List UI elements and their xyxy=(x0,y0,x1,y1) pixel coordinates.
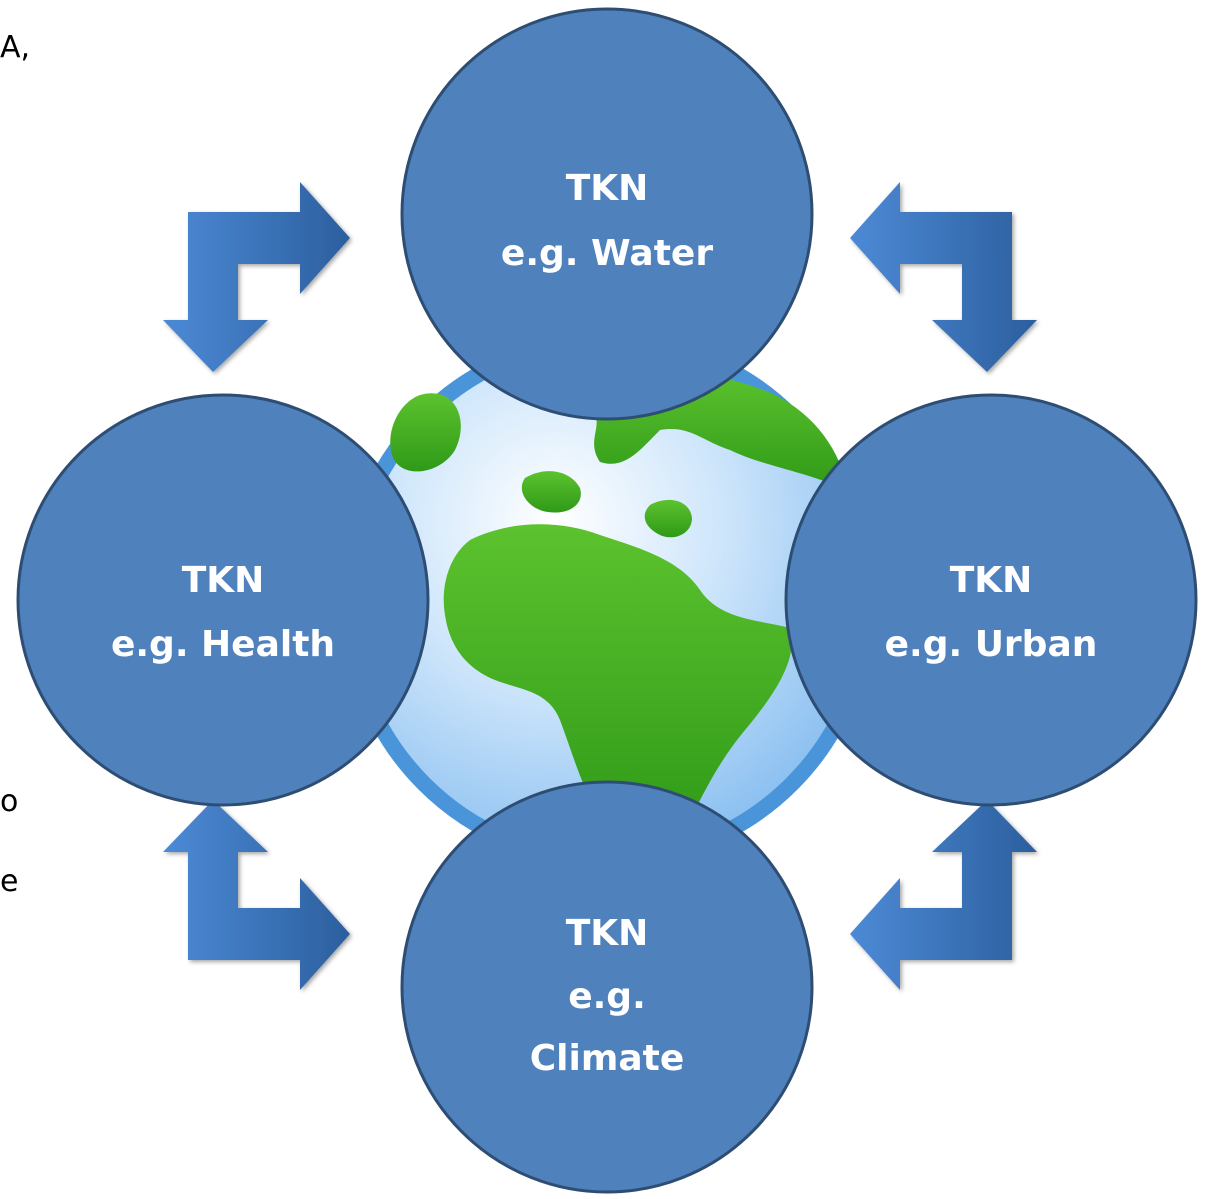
node-climate-line-3: Climate xyxy=(530,1038,685,1079)
node-health-line-2: e.g. Health xyxy=(111,624,335,665)
node-water-line-1: TKN xyxy=(566,168,649,209)
edge-text-fragment: e xyxy=(0,864,19,899)
land-shape xyxy=(390,393,461,472)
bent-arrow-icon xyxy=(163,800,350,990)
node-health: TKN e.g. Health xyxy=(16,393,430,807)
bent-arrow-icon xyxy=(163,182,350,372)
node-climate-line-1: TKN xyxy=(566,913,649,954)
edge-text-fragment: o xyxy=(0,784,19,819)
land-shape xyxy=(443,524,792,839)
node-urban-line-2: e.g. Urban xyxy=(885,624,1098,665)
bent-arrow-icon xyxy=(850,182,1037,372)
land-shape xyxy=(644,499,692,538)
node-urban: TKN e.g. Urban xyxy=(784,393,1198,807)
bent-arrow-icon xyxy=(850,800,1037,990)
node-urban-line-1: TKN xyxy=(950,560,1033,601)
node-water-line-2: e.g. Water xyxy=(501,233,713,274)
land-shape xyxy=(521,471,581,513)
node-climate: TKN e.g. Climate xyxy=(400,780,814,1194)
edge-text-fragment: A, xyxy=(0,30,31,65)
node-climate-line-2: e.g. xyxy=(568,976,646,1017)
node-water: TKN e.g. Water xyxy=(400,7,814,421)
globe-icon xyxy=(340,332,876,868)
node-health-line-1: TKN xyxy=(182,560,265,601)
